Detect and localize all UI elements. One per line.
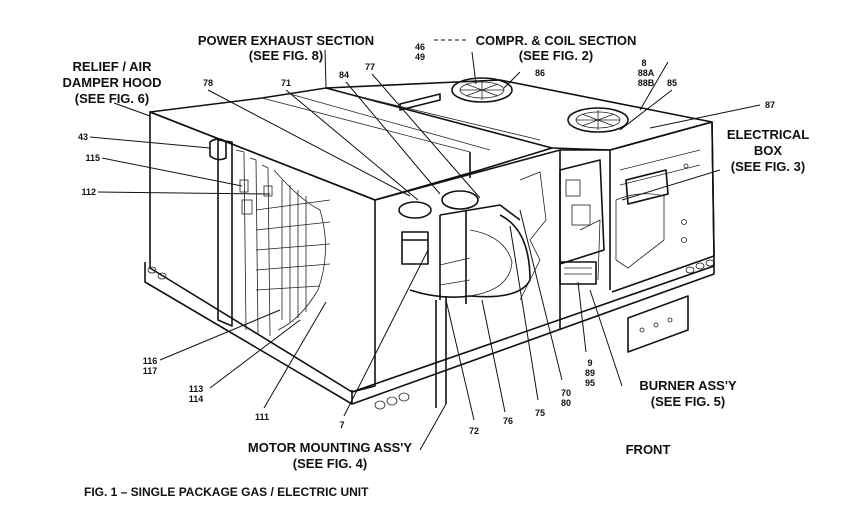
part-77: 77 — [365, 62, 375, 72]
svg-text:ELECTRICAL: ELECTRICAL — [727, 127, 809, 142]
part-80: 80 — [561, 398, 571, 408]
burner-section — [519, 159, 605, 301]
part-86: 86 — [535, 68, 545, 78]
part-85: 85 — [667, 78, 677, 88]
part-43: 43 — [78, 132, 88, 142]
svg-text:(SEE FIG. 3): (SEE FIG. 3) — [731, 159, 805, 174]
condenser-fans — [399, 77, 629, 133]
callout-burner: BURNER ASS'Y (SEE FIG. 5) — [639, 378, 737, 409]
part-95: 95 — [585, 378, 595, 388]
leader-lines — [89, 39, 761, 451]
part-number-labels: 78 71 84 77 46 49 86 8 88A 88B 85 87 43 … — [78, 42, 775, 436]
svg-text:RELIEF / AIR: RELIEF / AIR — [73, 59, 153, 74]
part-88a: 88A — [638, 68, 655, 78]
figure-caption: FIG. 1 – SINGLE PACKAGE GAS / ELECTRIC U… — [84, 485, 369, 499]
part-72: 72 — [469, 426, 479, 436]
svg-text:(SEE FIG. 2): (SEE FIG. 2) — [519, 48, 593, 63]
part-88b: 88B — [638, 78, 655, 88]
callout-power-exhaust: POWER EXHAUST SECTION (SEE FIG. 8) — [198, 33, 374, 63]
part-7: 7 — [339, 420, 344, 430]
part-113: 113 — [189, 384, 204, 394]
part-111: 111 — [255, 412, 269, 422]
part-114: 114 — [189, 394, 204, 404]
front-label: FRONT — [626, 442, 671, 457]
part-117: 117 — [143, 366, 158, 376]
callout-relief-hood: RELIEF / AIR DAMPER HOOD (SEE FIG. 6) — [63, 59, 162, 106]
electrical-box — [615, 169, 669, 269]
part-8: 8 — [641, 58, 646, 68]
svg-text:(SEE FIG. 5): (SEE FIG. 5) — [651, 394, 725, 409]
svg-text:DAMPER HOOD: DAMPER HOOD — [63, 75, 162, 90]
callout-electrical-box: ELECTRICAL BOX (SEE FIG. 3) — [727, 127, 809, 174]
svg-text:BURNER ASS'Y: BURNER ASS'Y — [639, 378, 737, 393]
part-84: 84 — [339, 70, 349, 80]
part-46: 46 — [415, 42, 425, 52]
part-70: 70 — [561, 388, 571, 398]
evaporator-coil — [217, 139, 331, 337]
blower-assembly — [398, 190, 531, 408]
part-112: 112 — [81, 187, 96, 197]
unit-cabinet — [144, 79, 715, 410]
part-115: 115 — [85, 153, 100, 163]
part-89: 89 — [585, 368, 595, 378]
callout-motor-mounting: MOTOR MOUNTING ASS'Y (SEE FIG. 4) — [248, 440, 412, 471]
svg-text:BOX: BOX — [754, 143, 783, 158]
part-76: 76 — [503, 416, 513, 426]
part-71: 71 — [281, 78, 291, 88]
svg-text:(SEE FIG. 6): (SEE FIG. 6) — [75, 91, 149, 106]
part-87: 87 — [765, 100, 775, 110]
exhaust-hood — [209, 138, 273, 215]
part-75: 75 — [535, 408, 545, 418]
svg-text:POWER EXHAUST SECTION: POWER EXHAUST SECTION — [198, 33, 374, 48]
svg-text:(SEE FIG. 8): (SEE FIG. 8) — [249, 48, 323, 63]
callout-compr-coil: COMPR. & COIL SECTION (SEE FIG. 2) — [476, 33, 637, 63]
svg-text:COMPR. & COIL SECTION: COMPR. & COIL SECTION — [476, 33, 637, 48]
part-78: 78 — [203, 78, 213, 88]
svg-text:(SEE FIG. 4): (SEE FIG. 4) — [293, 456, 367, 471]
part-116: 116 — [143, 356, 158, 366]
part-49: 49 — [415, 52, 425, 62]
svg-text:MOTOR MOUNTING ASS'Y: MOTOR MOUNTING ASS'Y — [248, 440, 412, 455]
part-9: 9 — [587, 358, 592, 368]
